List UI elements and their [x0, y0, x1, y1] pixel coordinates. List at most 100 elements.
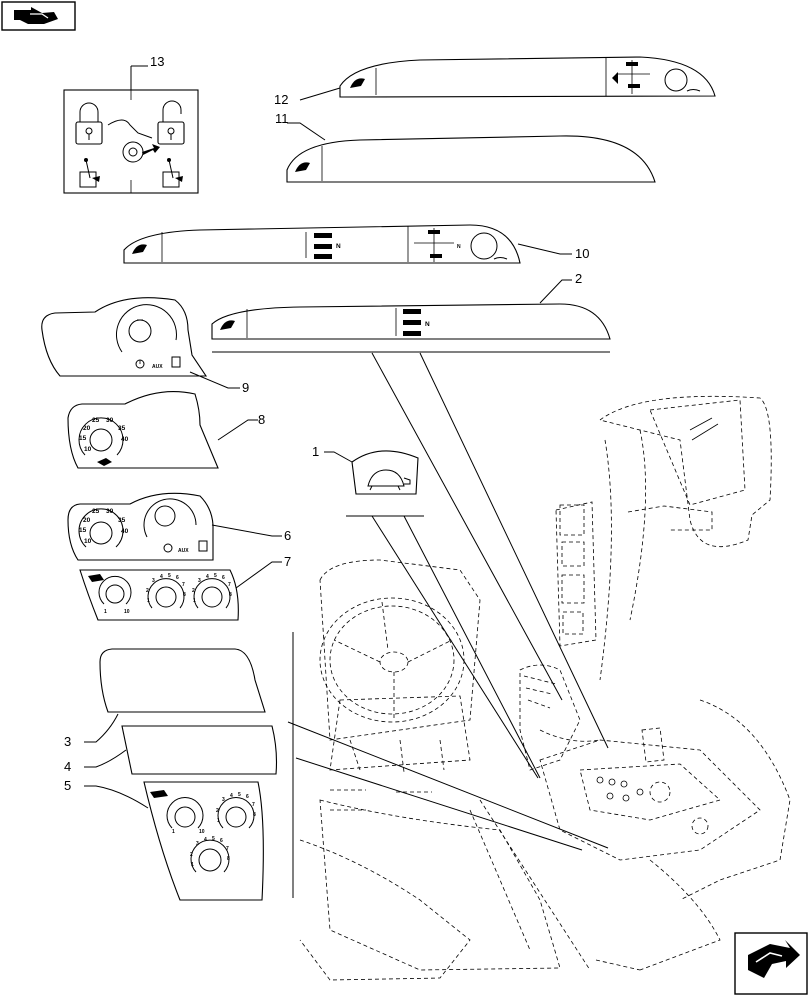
- dial-number: 3: [152, 578, 155, 584]
- seat-lever-icon: [107, 119, 160, 163]
- dial-number: 30: [106, 417, 114, 424]
- dial-number: 8: [229, 592, 232, 598]
- callout-10: 10: [575, 246, 589, 261]
- rabbit-icon: [220, 320, 235, 330]
- dial-scale-6: 25 30 20 35 15 40 10: [79, 508, 129, 545]
- decal-7: 1 10 3 4 5 6 2 7 1 8 3 4 5 6 2 7 1 8: [79, 569, 239, 621]
- dial-number: 40: [121, 528, 129, 535]
- dial-number: 7: [226, 846, 229, 852]
- lever-mode-icon-left: [79, 158, 100, 188]
- decal-13: [63, 89, 199, 194]
- dial-number: 2: [190, 852, 193, 858]
- dial-number: 2: [146, 588, 149, 594]
- dial-number: 25: [92, 417, 100, 424]
- dial-number: 30: [106, 508, 114, 515]
- dial-number: 40: [121, 436, 129, 443]
- callout-11: 11: [275, 111, 289, 126]
- callout-13: 13: [150, 54, 164, 69]
- decal-1: [351, 450, 419, 495]
- callout-7: 7: [284, 554, 291, 569]
- dial-number: 6: [222, 575, 225, 581]
- dial-number: 6: [220, 838, 223, 844]
- decal-5: 1 10 3 4 5 6 2 7 1 8 3 4 5 6 2 7 1 8: [143, 781, 264, 901]
- tractor-cab-illustration: [299, 395, 791, 981]
- aux-label: AUX: [178, 548, 189, 554]
- decal-9: AUX: [41, 297, 208, 377]
- callout-2: 2: [575, 271, 582, 286]
- neutral-label: N: [336, 243, 341, 250]
- locked-padlock-icon: [75, 102, 103, 145]
- dial-number: 4: [206, 574, 209, 580]
- gear-shift-icon: N: [305, 232, 341, 259]
- dial-number: 3: [222, 797, 225, 803]
- dial-number: 5: [238, 792, 241, 798]
- callout-9: 9: [242, 380, 249, 395]
- dial-number: 1: [147, 598, 150, 604]
- decal-8: 25 30 20 35 15 40 10: [67, 391, 219, 469]
- dial-number: 35: [118, 517, 126, 524]
- dial-number: 4: [204, 837, 207, 843]
- dial-scale-7: 1 10 3 4 5 6 2 7 1 8 3 4 5 6 2 7 1 8: [104, 573, 232, 615]
- dial-number: 6: [176, 575, 179, 581]
- dial-number: 6: [246, 794, 249, 800]
- callout-8: 8: [258, 412, 265, 427]
- turtle-icon: [367, 469, 411, 491]
- decal-11: [286, 135, 656, 183]
- dial-number: 10: [84, 538, 92, 545]
- page-next-icon[interactable]: [734, 932, 808, 995]
- decal-10: N N: [123, 224, 521, 264]
- dial-number: 15: [79, 527, 87, 534]
- dial-number: 8: [253, 812, 256, 818]
- dial-number: 35: [118, 425, 126, 432]
- callout-5: 5: [64, 778, 71, 793]
- neutral-label: N: [457, 244, 461, 250]
- decal-2: N: [211, 303, 611, 340]
- rabbit-icon: [350, 78, 365, 88]
- dial-number: 10: [124, 609, 130, 615]
- callout-3: 3: [64, 734, 71, 749]
- dial-number: 20: [83, 425, 91, 432]
- decal-12: [339, 56, 716, 98]
- callout-4: 4: [64, 759, 71, 774]
- decal-3: [99, 648, 266, 713]
- page-previous-icon[interactable]: [1, 1, 76, 31]
- dial-number: 10: [199, 829, 205, 835]
- dial-scale-8: 25 30 20 35 15 40 10: [79, 417, 129, 453]
- dial-number: 7: [228, 582, 231, 588]
- callout-6: 6: [284, 528, 291, 543]
- dial-number: 4: [230, 793, 233, 799]
- dial-number: 4: [160, 574, 163, 580]
- dial-number: 1: [172, 829, 175, 835]
- dial-number: 5: [214, 573, 217, 579]
- dial-number: 25: [92, 508, 100, 515]
- unlocked-padlock-icon: [157, 100, 185, 145]
- decal-4: [121, 725, 278, 775]
- dial-number: 2: [192, 588, 195, 594]
- dial-number: 8: [227, 856, 230, 862]
- shuttle-arrows-icon: [612, 60, 650, 94]
- dial-number: 1: [104, 609, 107, 615]
- aux-label: AUX: [152, 364, 163, 370]
- neutral-label: N: [425, 321, 430, 328]
- callout-12: 12: [274, 92, 288, 107]
- shuttle-arrows-icon: N: [414, 228, 461, 262]
- lever-mode-icon-right: [162, 158, 183, 188]
- dial-number: 3: [196, 841, 199, 847]
- dial-number: 1: [193, 598, 196, 604]
- dial-number: 5: [168, 573, 171, 579]
- dial-number: 1: [217, 818, 220, 824]
- dial-number: 1: [191, 862, 194, 868]
- dial-number: 2: [216, 808, 219, 814]
- dial-number: 15: [79, 435, 87, 442]
- rabbit-icon: [132, 244, 147, 254]
- dial-number: 10: [84, 446, 92, 453]
- gear-shift-icon: N: [395, 308, 430, 336]
- rabbit-icon: [295, 162, 310, 172]
- dial-number: 3: [198, 578, 201, 584]
- decal-6: 25 30 20 35 15 40 10 AUX: [67, 492, 214, 561]
- dial-scale-5: 1 10 3 4 5 6 2 7 1 8 3 4 5 6 2 7 1 8: [172, 792, 256, 868]
- dial-number: 5: [212, 836, 215, 842]
- dial-number: 8: [183, 592, 186, 598]
- dial-number: 7: [252, 802, 255, 808]
